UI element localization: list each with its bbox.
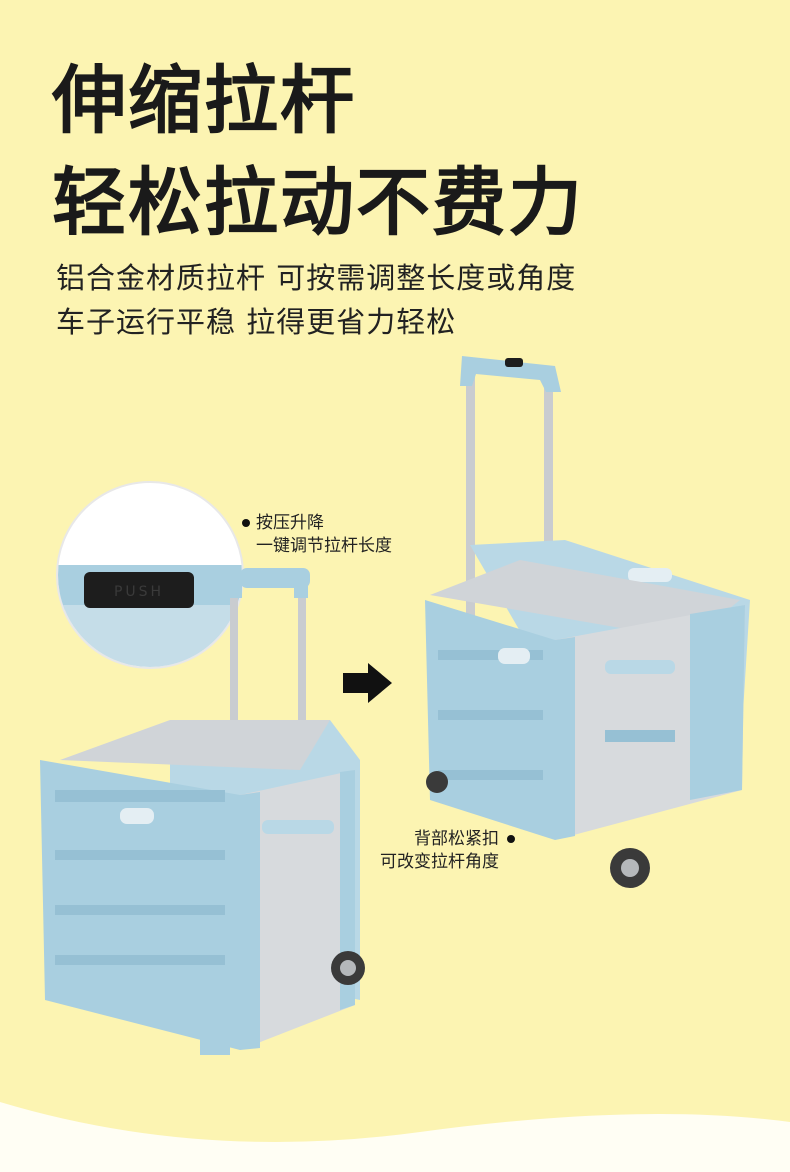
subtitle-line-1: 铝合金材质拉杆 可按需调整长度或角度 [56,261,577,295]
back-annotation-line-1: 背部松紧扣 [414,829,499,849]
push-button-label: PUSH [114,584,164,600]
bullet-dot-icon [507,835,515,843]
handle-annotation: 按压升降 一键调节拉杆长度 [242,512,392,558]
left-cart-image [40,568,365,1055]
subtitle-line-2: 车子运行平稳 拉得更省力轻松 [56,305,457,339]
bullet-dot-icon [242,519,250,527]
arrow-right-icon [343,663,392,703]
back-annotation-line-2: 可改变拉杆角度 [380,852,499,872]
headline-line-1: 伸缩拉杆 [52,58,356,144]
handle-annotation-line-1: 按压升降 [256,513,324,533]
right-cart-image [425,356,750,888]
handle-annotation-line-2: 一键调节拉杆长度 [256,536,392,556]
bottom-wave-decoration [0,1102,790,1172]
back-buckle-annotation: 背部松紧扣 可改变拉杆角度 [380,828,515,874]
headline-line-2: 轻松拉动不费力 [52,160,584,246]
push-button-icon [84,572,194,608]
